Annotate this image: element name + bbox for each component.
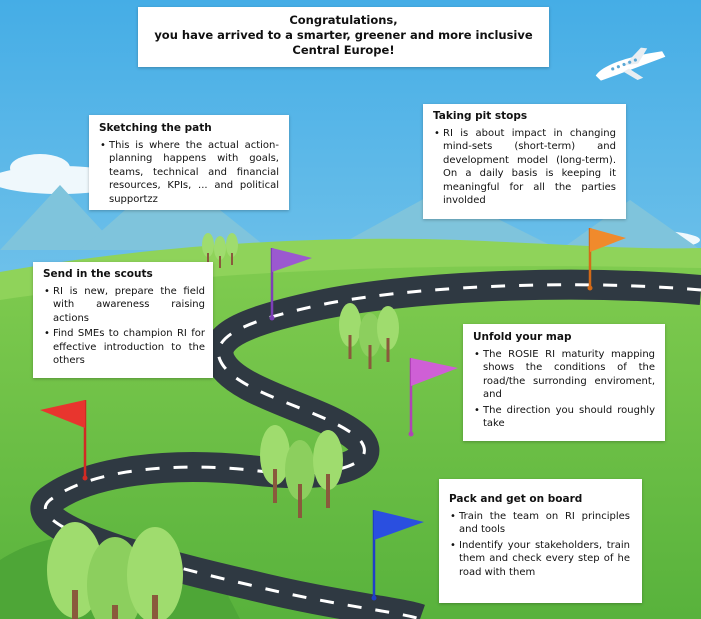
step-box-pit-stops: Taking pit stops RI is about impact in c… [423, 104, 626, 219]
flag-orange-icon [587, 228, 626, 291]
step-box-unfold-map: Unfold your map The ROSIE RI maturity ma… [463, 324, 665, 441]
step-bullet: Find SMEs to champion RI for effective i… [44, 327, 205, 368]
step-title: Taking pit stops [433, 110, 528, 122]
step-title: Unfold your map [473, 331, 572, 343]
flag-magenta-icon [408, 358, 458, 437]
banner-line-1: Congratulations, [289, 13, 398, 27]
step-bullet: Train the team on RI principles and tool… [450, 510, 630, 537]
step-bullet: RI is new, prepare the field with awaren… [44, 285, 205, 326]
step-title: Send in the scouts [43, 268, 153, 280]
congratulations-banner: Congratulations, you have arrived to a s… [138, 7, 549, 67]
flag-red-icon [40, 400, 88, 481]
step-box-pack-board: Pack and get on board Train the team on … [439, 479, 642, 603]
tree-group-foreground [47, 522, 183, 619]
step-title: Pack and get on board [449, 493, 583, 505]
step-bullet: This is where the actual action-planning… [100, 139, 279, 207]
step-bullet: RI is about impact in changing mind-sets… [434, 127, 616, 208]
tree-group-middle [339, 303, 399, 369]
step-bullet: Indentify your stakeholders, train them … [450, 539, 630, 580]
banner-line-2: you have arrived to a smarter, greener a… [154, 28, 533, 42]
step-bullet: The direction you should roughly take [474, 404, 655, 431]
step-box-send-scouts: Send in the scouts RI is new, prepare th… [33, 262, 213, 378]
tree-group-front [260, 425, 343, 518]
flag-purple-icon [269, 248, 312, 321]
airplane-icon [595, 47, 666, 81]
step-title: Sketching the path [99, 122, 212, 134]
step-box-sketching-path: Sketching the path This is where the act… [89, 115, 289, 210]
tree-group-back [202, 233, 238, 268]
step-bullet: The ROSIE RI maturity mapping shows the … [474, 348, 655, 402]
banner-line-3: Central Europe! [292, 43, 395, 57]
flag-blue-icon [371, 510, 424, 601]
mountains [0, 170, 701, 250]
